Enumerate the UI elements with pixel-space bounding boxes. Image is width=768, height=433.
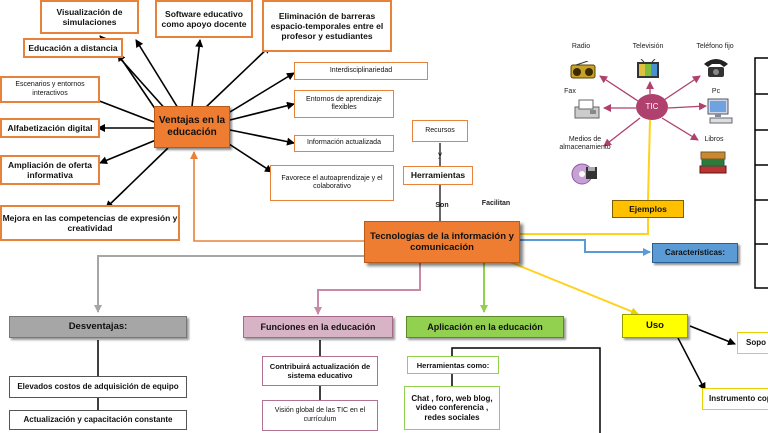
node-barreras: Eliminación de barreras espacio-temporal…	[262, 0, 392, 52]
node-uso-label: Uso	[646, 320, 664, 332]
node-competencias: Mejora en las competencias de expresión …	[0, 205, 180, 241]
radio-icon	[570, 61, 596, 79]
node-escenarios-label: Escenarios y entornos interactivos	[15, 81, 85, 97]
node-entornos-flexibles: Entornos de aprendizaje flexibles	[294, 90, 394, 118]
node-escenarios: Escenarios y entornos interactivos	[0, 76, 100, 103]
node-caracteristicas: Características:	[652, 243, 738, 263]
node-ventajas-educacion: Ventajas en la educación	[154, 106, 230, 148]
node-aplicacion-label: Aplicación en la educación	[427, 321, 543, 332]
node-aplicacion: Aplicación en la educación	[406, 316, 564, 338]
node-herramientas: Herramientas	[403, 166, 473, 185]
node-caracteristicas-label: Características:	[664, 248, 726, 258]
node-desventaja-capacitacion: Actualización y capacitación constante	[9, 410, 187, 430]
node-desventajas-label: Desventajas:	[68, 321, 128, 333]
node-herramientas-como: Herramientas como:	[407, 356, 499, 374]
node-software-educativo-label: Software educativo como apoyo docente	[161, 8, 247, 29]
label-medios: Medios de almacenamiento	[559, 136, 611, 152]
node-uso-soporte: Sopo	[737, 332, 768, 354]
node-funcion-actualizacion-label: Contribuirá actualización de sistema edu…	[269, 362, 371, 380]
node-oferta-informativa-label: Ampliación de oferta informativa	[7, 159, 93, 180]
node-interdisciplinariedad: Interdisciplinariedad	[294, 62, 428, 80]
node-simulaciones: Visualización de simulaciones	[40, 0, 139, 34]
node-herramientas-como-label: Herramientas como:	[416, 360, 490, 370]
books-icon	[699, 151, 727, 174]
node-recursos: Recursos	[412, 120, 468, 142]
node-uso-instrumento: Instrumento cop	[702, 388, 768, 410]
node-educacion-distancia-label: Educación a distancia	[28, 42, 118, 53]
node-funciones: Funciones en la educación	[243, 316, 393, 338]
node-oferta-informativa: Ampliación de oferta informativa	[0, 155, 100, 185]
label-y: y	[438, 150, 442, 159]
node-chat-foro-label: Chat , foro, web blog, video conferencia…	[411, 393, 493, 422]
label-pc: Pc	[711, 88, 721, 95]
node-entornos-flexibles-label: Entornos de aprendizaje flexibles	[306, 95, 382, 111]
storage-media-icon	[571, 163, 597, 185]
television-icon	[637, 59, 659, 78]
node-desventaja-capacitacion-label: Actualización y capacitación constante	[23, 415, 173, 425]
node-ejemplos-label: Ejemplos	[629, 203, 667, 214]
label-fax: Fax	[564, 88, 576, 95]
node-simulaciones-label: Visualización de simulaciones	[56, 6, 123, 27]
node-autoaprendizaje-label: Favorece el autoaprendizaje y el colabor…	[281, 174, 383, 190]
node-desventaja-costos: Elevados costos de adquisición de equipo	[9, 376, 187, 398]
node-uso-soporte-label: Sopo	[746, 338, 766, 348]
node-tic-hub: TIC	[636, 94, 668, 120]
label-libros: Libros	[704, 136, 724, 143]
node-desventaja-costos-label: Elevados costos de adquisición de equipo	[17, 382, 179, 392]
telephone-icon	[704, 59, 728, 77]
label-facilitan: Facilitan	[481, 200, 511, 207]
node-informacion-actualizada: Información actualizada	[294, 135, 394, 152]
node-ejemplos: Ejemplos	[612, 200, 684, 218]
node-uso: Uso	[622, 314, 688, 338]
node-uso-instrumento-label: Instrumento cop	[709, 394, 768, 404]
node-software-educativo: Software educativo como apoyo docente	[155, 0, 253, 38]
label-radio: Radio	[571, 43, 591, 50]
label-television: Televisión	[632, 43, 664, 50]
node-tic-hub-label: TIC	[645, 102, 659, 112]
node-desventajas: Desventajas:	[9, 316, 187, 338]
node-funcion-actualizacion: Contribuirá actualización de sistema edu…	[262, 356, 378, 386]
node-ventajas-educacion-label: Ventajas en la educación	[158, 115, 226, 138]
fax-icon	[574, 99, 600, 119]
node-informacion-actualizada-label: Información actualizada	[307, 139, 381, 147]
node-recursos-label: Recursos	[425, 126, 455, 134]
node-herramientas-label: Herramientas	[410, 170, 466, 181]
node-alfabetizacion-label: Alfabetización digital	[7, 122, 93, 133]
node-autoaprendizaje: Favorece el autoaprendizaje y el colabor…	[270, 165, 394, 201]
node-funciones-label: Funciones en la educación	[260, 321, 376, 332]
node-barreras-label: Eliminación de barreras espacio-temporal…	[270, 10, 384, 42]
node-funcion-vision-label: Visión global de las TIC en el currículu…	[274, 407, 366, 423]
label-son: Son	[435, 202, 449, 209]
node-interdisciplinariedad-label: Interdisciplinariedad	[329, 66, 393, 74]
node-alfabetizacion: Alfabetización digital	[0, 118, 100, 138]
node-educacion-distancia: Educación a distancia	[23, 38, 123, 58]
node-competencias-label: Mejora en las competencias de expresión …	[2, 212, 178, 233]
pc-icon	[707, 98, 733, 124]
label-telefono: Teléfono fijo	[696, 43, 734, 50]
node-funcion-vision: Visión global de las TIC en el currículu…	[262, 400, 378, 431]
node-tic-main-label: Tecnologías de la información y comunica…	[370, 230, 514, 253]
node-tic-main: Tecnologías de la información y comunica…	[364, 221, 520, 263]
node-chat-foro: Chat , foro, web blog, video conferencia…	[404, 386, 500, 430]
